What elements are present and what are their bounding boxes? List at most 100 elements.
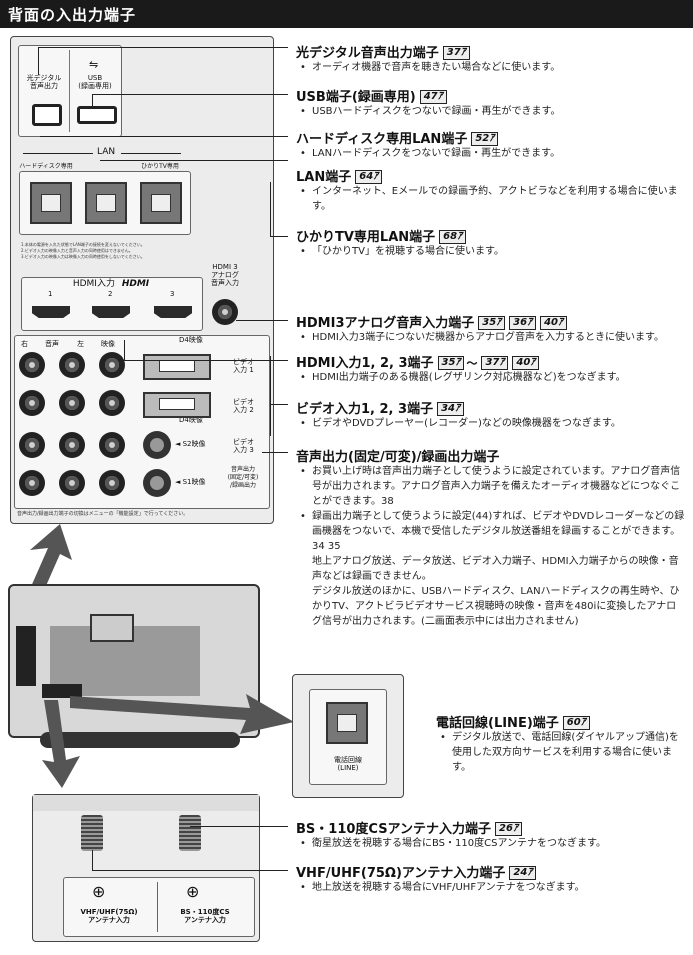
leader-bs <box>190 826 288 827</box>
item-description: •USBハードディスクをつないで録画・再生ができます。 <box>300 104 686 119</box>
out-video[interactable] <box>99 470 125 496</box>
hdmi-port-1[interactable] <box>32 306 70 318</box>
bullet: • <box>300 882 306 893</box>
optical-port[interactable] <box>32 104 62 126</box>
d4-port-1[interactable] <box>143 354 211 380</box>
panel-bottom-note: 音声出力/録画出力端子の切換はメニューの「機能設定」で行ってください。 <box>17 511 189 517</box>
description-text: HDMI出力端子のある機器(レグザリンク対応機器など)をつなぎます。 <box>312 372 626 383</box>
item-title-text: HDMI3アナログ音声入力端子 <box>296 316 475 331</box>
ref-range: 〜 <box>466 357 478 370</box>
description-line: •USBハードディスクをつないで録画・再生ができます。 <box>300 104 686 119</box>
page-ref-badge: 40ｱ <box>512 356 540 370</box>
item-title-text: LAN端子 <box>296 170 352 185</box>
item-description: • お買い上げ時は音声出力端子として使うように設定されています。アナログ音声信号が… <box>300 464 686 629</box>
lan-group-label: LAN <box>97 147 116 157</box>
page-ref-badge: 24ｱ <box>509 866 537 880</box>
video2-video[interactable] <box>99 390 125 416</box>
item-title-text: BS・110度CSアンテナ入力端子 <box>296 822 492 837</box>
page-ref-badge: 68ｱ <box>439 230 467 244</box>
description-line: • 「ひかりTV」を視聴する場合に使います。 <box>300 244 686 259</box>
optical-label: 光デジタル 音声出力 <box>26 74 62 90</box>
page-ref-badge: 52ｱ <box>471 132 499 146</box>
usb-port[interactable] <box>77 106 117 124</box>
leader-hdmi-h <box>124 360 288 361</box>
description-line: •ビデオやDVDプレーヤー(レコーダー)などの映像機器をつなぎます。 <box>300 416 686 431</box>
item-title-text: USB端子(録画専用) <box>296 90 416 105</box>
bullet: • <box>300 511 306 522</box>
description-line: • お買い上げ時は音声出力端子として使うように設定されています。アナログ音声信号が… <box>300 464 686 509</box>
item-description: •インターネット、Eメールでの録画予約、アクトビラなどを利用する場合に使います。 <box>300 184 686 214</box>
item-title: 音声出力(固定/可変)/録画出力端子 <box>296 446 499 465</box>
item-description: • HDMI出力端子のある機器(レグザリンク対応機器など)をつなぎます。 <box>300 370 686 385</box>
video1-video[interactable] <box>99 352 125 378</box>
video1-audio-r[interactable] <box>19 352 45 378</box>
video3-video[interactable] <box>99 432 125 458</box>
video-in-2-label: ビデオ 入力 2 <box>233 398 254 414</box>
description-text: LANハードディスクをつないで録画・再生ができます。 <box>312 148 561 159</box>
hikari-lan-port[interactable] <box>140 182 182 224</box>
bullet: • <box>300 372 306 383</box>
page-ref-badge: 37ｱ <box>442 46 470 60</box>
item-title-text: 光デジタル音声出力端子 <box>296 46 439 61</box>
item-title-text: VHF/UHF(75Ω)アンテナ入力端子 <box>296 866 506 881</box>
leader-vhf-h <box>92 870 288 871</box>
description-line: •衛星放送を視聴する場合にBS・110度CSアンテナをつなぎます。 <box>300 836 686 851</box>
item-title-text: 音声出力(固定/可変)/録画出力端子 <box>296 450 500 465</box>
lan-port[interactable] <box>85 182 127 224</box>
hdmi3-audio-jack[interactable] <box>212 299 238 325</box>
bullet: • <box>300 148 306 159</box>
audio-out-label: 音声出力 (固定/可変) /録画出力 <box>227 466 259 489</box>
video3-audio-r[interactable] <box>19 432 45 458</box>
hdmi-port-3[interactable] <box>154 306 192 318</box>
bullet: • <box>300 246 306 257</box>
description-text: USBハードディスクをつないで録画・再生ができます。 <box>312 106 561 117</box>
s2-port[interactable] <box>143 431 171 459</box>
bullet: • <box>300 62 306 73</box>
description-text: 地上アナログ放送、データ放送、ビデオ入力端子、HDMI入力端子からの映像・音声な… <box>312 556 679 582</box>
video2-audio-r[interactable] <box>19 390 45 416</box>
description-text: お買い上げ時は音声出力端子として使うように設定されています。アナログ音声信号が出… <box>312 466 681 507</box>
s1-port[interactable] <box>143 469 171 497</box>
tv-stand <box>40 732 240 748</box>
hdd-lan-port[interactable] <box>30 182 72 224</box>
page-ref-badge: 40ｱ <box>540 316 567 330</box>
leader-hikari-h <box>270 236 288 237</box>
optical-usb-box: 光デジタル 音声出力 USB (録画専用) ⇋ <box>18 45 122 137</box>
hdmi-port-2[interactable] <box>92 306 130 318</box>
bs-icon: ⊕ <box>186 882 200 901</box>
video1-audio-l[interactable] <box>59 352 85 378</box>
description-text: オーディオ機器で音声を聴きたい場合などに使います。 <box>312 62 561 73</box>
leader-video-v <box>270 356 271 436</box>
hdmi-box: HDMI入力 HDMI 1 2 3 <box>21 277 203 331</box>
description-text: 「ひかりTV」を視聴する場合に使います。 <box>312 246 504 257</box>
bs-antenna-jack[interactable] <box>179 815 201 851</box>
leader-hdmi <box>124 340 125 360</box>
item-description: •HDMI入力3端子につないだ機器からアナログ音声を入力するときに使います。 <box>300 330 686 345</box>
vhf-antenna-jack[interactable] <box>81 815 103 851</box>
out-audio-r[interactable] <box>19 470 45 496</box>
video-in-3-label: ビデオ 入力 3 <box>233 438 254 454</box>
page-ref-badge: 34ｱ <box>437 402 464 416</box>
antenna-top-strip <box>33 795 259 811</box>
vhf-icon: ⊕ <box>92 882 106 901</box>
item-title-text: HDMI入力1, 2, 3端子 <box>296 356 434 371</box>
item-description: •衛星放送を視聴する場合にBS・110度CSアンテナをつなぎます。 <box>300 836 686 851</box>
description-line: •デジタル放送で、電話回線(ダイヤルアップ通信)を使用した双方向サービスを利用す… <box>440 730 686 775</box>
phone-line-port[interactable] <box>326 702 368 744</box>
d4-port-2[interactable] <box>143 392 211 418</box>
bs-label: BS・110度CS アンテナ入力 <box>180 908 230 924</box>
description-line: •録画出力端子として使うように設定(44)すれば、ビデオやDVDレコーダーなどの… <box>300 509 686 554</box>
page-ref-badge: 47ｱ <box>419 90 447 104</box>
bullet: • <box>300 332 306 343</box>
leader-optical-h <box>38 47 288 48</box>
bullet: • <box>300 466 306 477</box>
video2-audio-l[interactable] <box>59 390 85 416</box>
out-audio-l[interactable] <box>59 470 85 496</box>
hdmi-num-1: 1 <box>48 290 53 298</box>
video3-audio-l[interactable] <box>59 432 85 458</box>
